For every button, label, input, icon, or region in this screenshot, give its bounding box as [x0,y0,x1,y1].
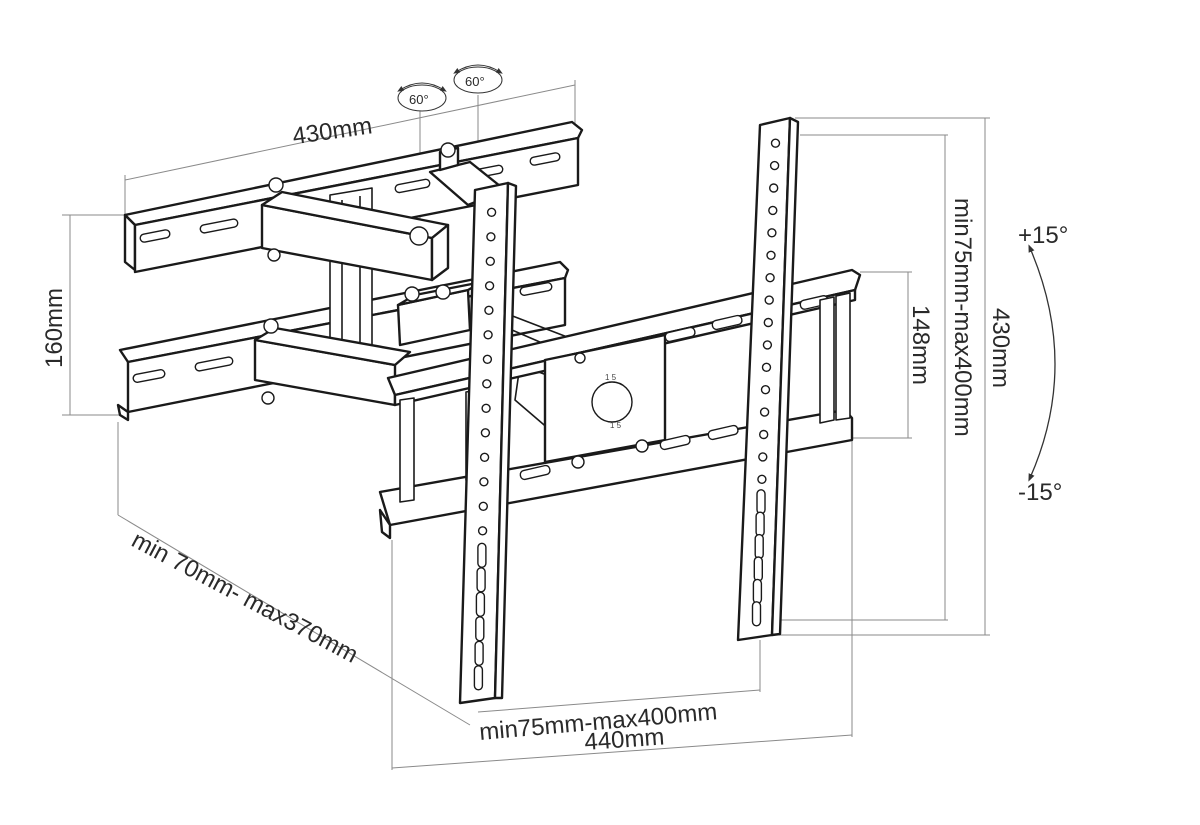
strap-hole [766,250,776,261]
strap-hole [760,385,771,395]
strap-hole [486,232,496,242]
strap-hole [762,340,773,350]
vertical-height-label: 430mm [987,308,1014,388]
strap-hole [480,428,491,438]
center-mark-top: 1 5 [605,373,617,382]
strap-hole [767,228,777,238]
strap-hole [764,295,774,305]
strap-slot [477,542,487,568]
strap-hole [482,379,492,389]
strap-hole [765,273,775,283]
tilt-up-label: +15° [1018,222,1068,249]
center-mark-bottom: 1 5 [610,421,622,430]
strap-hole [763,317,773,328]
strap-hole [759,407,770,417]
strap-slot [476,567,486,593]
strap-hole [477,526,488,536]
swivel-right-label: 60° [465,74,485,89]
strap-hole [758,452,768,462]
strap-hole [768,205,778,216]
strap-slot [754,533,764,560]
strap-hole [479,477,489,487]
strap-hole [486,207,497,218]
strap-hole [478,501,488,511]
strap-hole [761,362,772,372]
strap-hole [484,305,494,315]
swivel-indicators [397,64,503,112]
strap-slot [474,640,484,666]
strap-slot [473,665,484,691]
strap-hole [481,403,491,413]
strap-hole [483,330,493,340]
wall-plate-height-label: 160mm [41,288,68,368]
wall-plate-width-label: 430mm [291,112,374,150]
strap-hole [759,429,769,440]
arm-assembly [253,142,576,431]
strap-hole [482,354,493,364]
strap-slot [475,591,486,617]
vertical-straps [458,116,800,705]
tilt-down-label: -15° [1018,479,1062,506]
strap-hole [479,452,490,462]
tilt-arc [1028,244,1056,482]
strap-slot [751,601,762,627]
strap-hole [769,183,779,193]
extension-label: min 70mm- max370mm [127,526,362,668]
strap-slot [756,489,766,515]
strap-hole [770,138,781,148]
overall-width-label: 440mm [584,723,666,756]
swivel-left-label: 60° [409,92,429,107]
strap-hole [769,160,780,171]
strap-slot [752,578,763,605]
strap-hole [757,474,767,484]
vesa-vertical-label: min75mm-max400mm [949,198,976,437]
strap-slot [755,511,765,537]
strap-hole [485,256,495,266]
strap-hole [484,281,495,291]
strap-holes [473,138,781,691]
strap-slot [753,556,763,582]
crossbar-height-label: 148mm [907,305,934,385]
strap-slot [475,616,485,642]
